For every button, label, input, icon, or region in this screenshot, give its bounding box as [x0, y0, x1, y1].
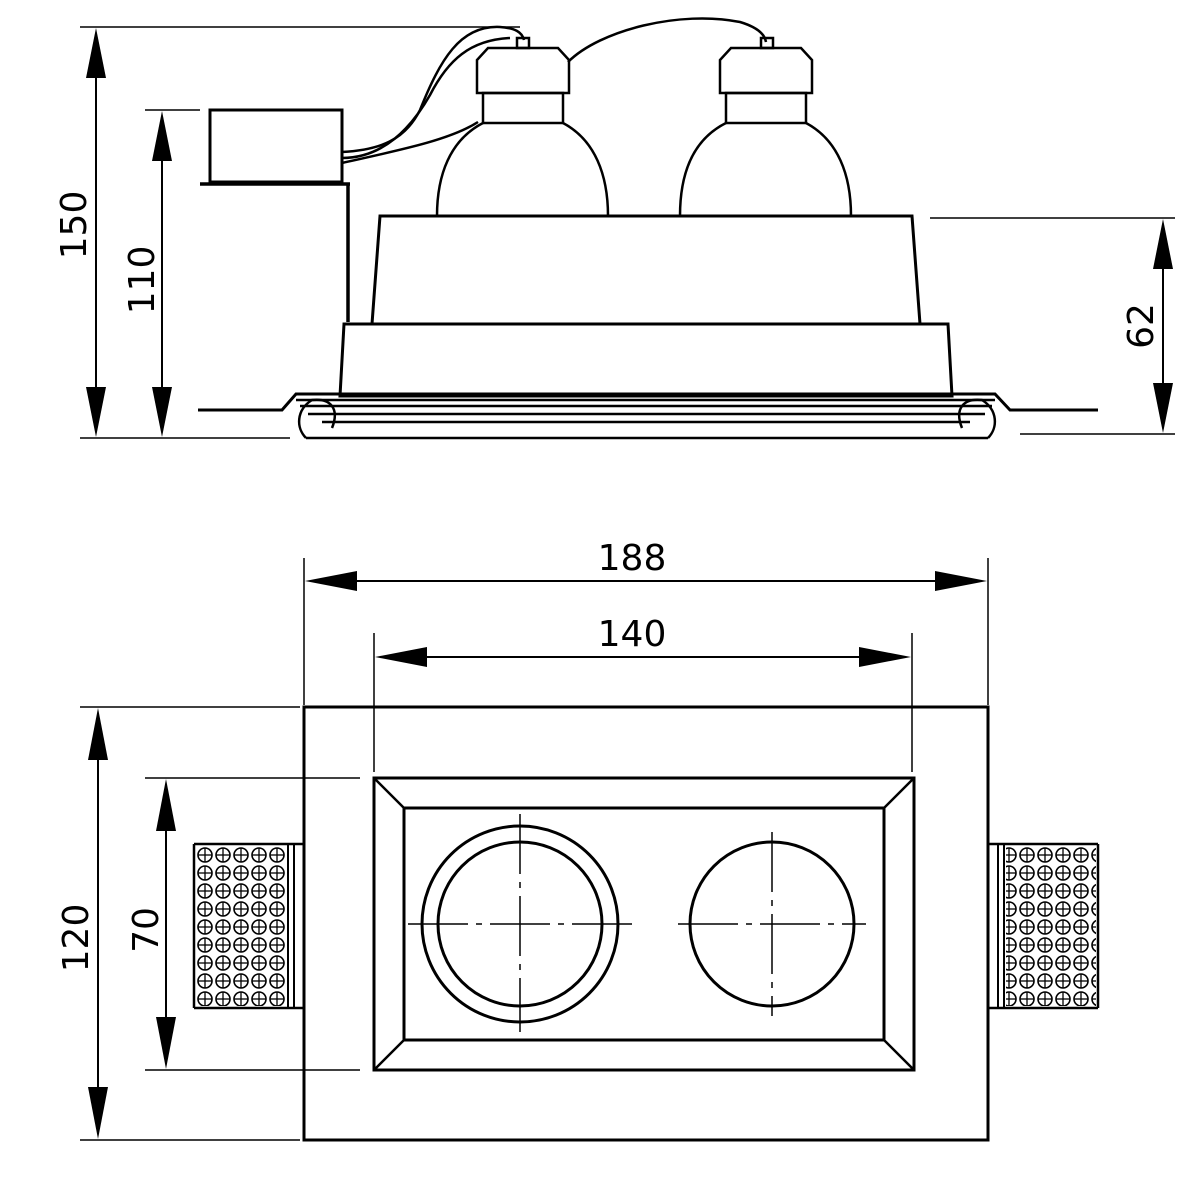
dimension-62: 62 [1121, 219, 1173, 433]
mounting-flange [198, 392, 1098, 440]
lamp-opening-right [678, 832, 866, 1016]
housing-upper [370, 214, 922, 326]
lamp-opening-left [408, 814, 632, 1032]
inner-frame [372, 776, 916, 1072]
housing-lower [338, 322, 954, 398]
dimension-150: 150 [54, 28, 106, 437]
dimension-188-label: 188 [598, 538, 667, 579]
outer-plate [302, 705, 990, 1142]
wires [341, 17, 768, 165]
dimension-140: 140 [375, 614, 911, 667]
lamp-right [678, 36, 853, 218]
lamp-left [435, 36, 610, 218]
dimension-110: 110 [122, 111, 172, 437]
transformer-box [200, 108, 350, 322]
dimension-70: 70 [126, 779, 176, 1069]
dimension-120: 120 [56, 708, 108, 1139]
mesh-tab-right [988, 842, 1100, 1010]
dimension-150-label: 150 [54, 191, 95, 260]
dimension-188: 188 [305, 538, 987, 591]
mesh-tab-left [192, 842, 304, 1010]
side-view: 150 110 62 [54, 17, 1175, 440]
dimension-62-label: 62 [1121, 303, 1162, 349]
dimension-110-label: 110 [122, 246, 163, 315]
top-view: 188 140 120 70 [56, 538, 1100, 1142]
dimension-70-label: 70 [126, 907, 167, 953]
dimension-120-label: 120 [56, 904, 97, 973]
dimension-140-label: 140 [598, 614, 667, 655]
